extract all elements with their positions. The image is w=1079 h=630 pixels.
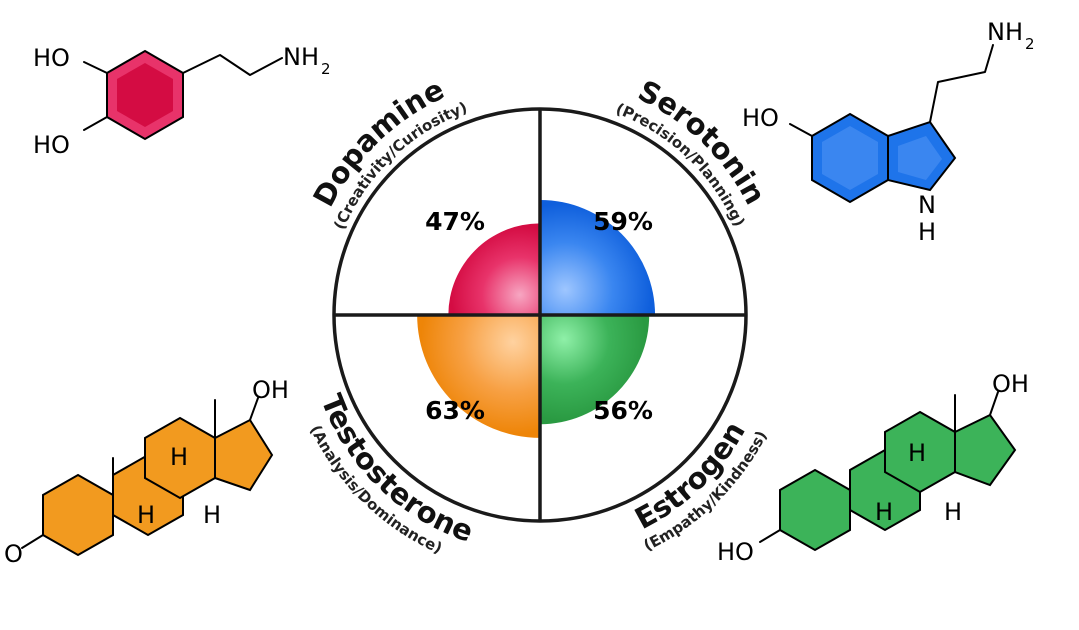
serotonin-ho: HO (742, 104, 779, 132)
estrogen-h2: H (875, 498, 893, 526)
estrogen-wedge (540, 315, 650, 425)
serotonin-h: H (918, 218, 936, 246)
estrogen-percent: 56% (593, 396, 653, 425)
testosterone-percent: 63% (425, 396, 485, 425)
testosterone-h2: H (137, 501, 155, 529)
estrogen-ho: HO (717, 538, 754, 566)
estrogen-oh: OH (992, 370, 1029, 398)
serotonin-percent: 59% (593, 207, 653, 236)
estrogen-h3: H (944, 498, 962, 526)
dopamine-molecule: HO HO NH 2 (33, 43, 331, 159)
serotonin-molecule: HO NH 2 N H (742, 18, 1035, 246)
testosterone-o: O (4, 540, 23, 568)
dopamine-ho-top: HO (33, 44, 70, 72)
serotonin-nh: NH (987, 18, 1023, 46)
dopamine-ho-bottom: HO (33, 131, 70, 159)
serotonin-n: N (918, 191, 936, 219)
dopamine-wedge (448, 223, 540, 315)
estrogen-h1: H (908, 439, 926, 467)
dopamine-nh-sub: 2 (321, 60, 331, 78)
testosterone-h3: H (203, 501, 221, 529)
serotonin-nh-sub: 2 (1025, 35, 1035, 53)
testosterone-oh: OH (252, 376, 289, 404)
dopamine-nh: NH (283, 43, 319, 71)
testosterone-wedge (417, 315, 540, 438)
dopamine-percent: 47% (425, 207, 485, 236)
testosterone-molecule: OH O H H H (4, 376, 289, 568)
testosterone-h1: H (170, 443, 188, 471)
serotonin-wedge (540, 199, 656, 315)
estrogen-molecule: OH HO H H H (717, 370, 1029, 566)
